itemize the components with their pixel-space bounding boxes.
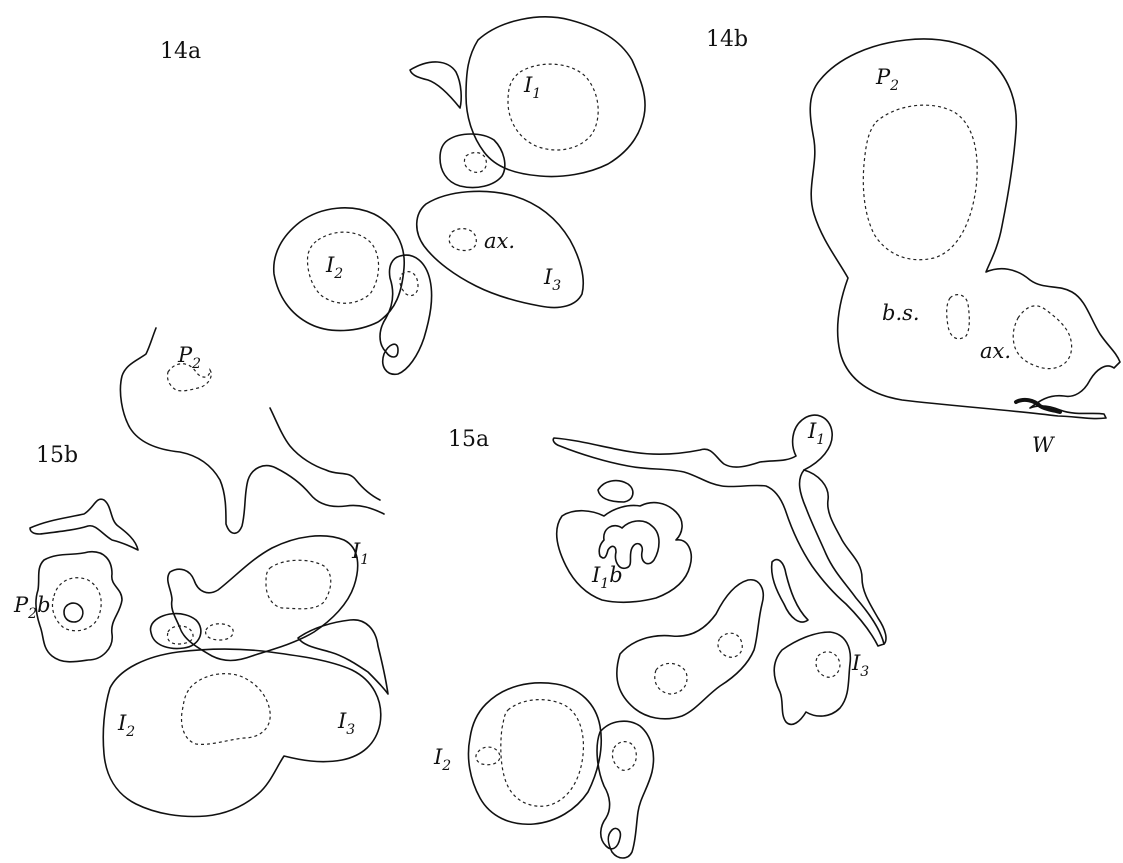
narrow-leaflet-outline xyxy=(772,560,808,622)
section-P2-fragment-core xyxy=(167,364,211,391)
section-P2b-center xyxy=(64,603,83,622)
figure-14a-label: 14a xyxy=(160,39,201,64)
section-I2-15a-bundle xyxy=(476,747,500,765)
label-ax-14b: ax. xyxy=(980,339,1011,363)
hooked-lobe-15a-core xyxy=(612,742,636,771)
figure-14b: 14b P2 b.s. ax. W xyxy=(706,27,1120,457)
section-I3-15b-leaflet xyxy=(298,620,388,694)
label-I3-15a: I3 xyxy=(851,651,869,680)
middle-lobe-core-b xyxy=(718,633,742,657)
section-I1-15a-band xyxy=(553,415,884,646)
section-I1-15a-margin xyxy=(804,470,886,644)
label-I2-14a: I2 xyxy=(325,253,343,282)
section-I1-outline xyxy=(466,17,645,177)
section-I1b-outline xyxy=(557,503,691,603)
section-I1-core xyxy=(508,64,598,150)
section-I1b-inner xyxy=(599,521,659,568)
bundle-sheath-14b xyxy=(947,295,970,339)
axial-bundle-14a xyxy=(449,229,476,251)
section-P2-fragment xyxy=(120,328,384,533)
small-round-core xyxy=(464,153,486,173)
label-I3-14a: I3 xyxy=(543,265,561,294)
figure-14a: 14a I1 I2 ax. I3 xyxy=(160,17,645,374)
figure-15a-label: 15a xyxy=(448,427,489,452)
small-oval-core-right xyxy=(206,624,234,640)
label-I1-14a: I1 xyxy=(523,73,541,102)
section-P2-core xyxy=(863,105,977,260)
label-I1b-15a: I1b xyxy=(591,563,623,592)
section-P2-fragment-inner xyxy=(270,408,380,500)
figure-15a: 15a I1 I1b I3 I2 xyxy=(433,415,886,858)
hooked-lobe-outline xyxy=(380,255,432,374)
section-I1b-top xyxy=(598,481,633,502)
section-I2-15a-core xyxy=(501,700,584,807)
section-I1-15b-core xyxy=(266,560,331,609)
label-P2-15b: P2 xyxy=(177,343,201,372)
figure-15b: 15b P2 P2b I1 I2 I3 xyxy=(13,328,388,817)
label-I1-15a: I1 xyxy=(807,419,825,448)
section-I3-15a-core xyxy=(816,652,840,677)
label-I2-15b: I2 xyxy=(117,711,135,740)
label-P2b-15b: P2b xyxy=(13,593,51,622)
label-ax-14a: ax. xyxy=(484,229,515,253)
section-I3-15a-outline xyxy=(774,632,850,724)
label-I3-15b: I3 xyxy=(337,709,355,738)
section-P2-outline xyxy=(810,39,1120,419)
label-bs-14b: b.s. xyxy=(882,301,920,325)
label-I2-15a: I2 xyxy=(433,745,451,774)
section-I2-15b-core xyxy=(182,674,271,745)
axial-bundle-14b xyxy=(1013,306,1071,369)
figure-15b-label: 15b xyxy=(36,443,78,468)
label-P2-14b: P2 xyxy=(875,65,899,94)
figure-14b-label: 14b xyxy=(706,27,748,52)
label-I1-15b: I1 xyxy=(351,539,369,568)
wavy-fragment-outline xyxy=(30,499,138,550)
crescent-outline xyxy=(410,62,461,108)
section-I2-15a-outline xyxy=(468,683,601,824)
label-W: W xyxy=(1032,433,1056,457)
small-round-outline xyxy=(440,134,505,188)
middle-lobe-core-a xyxy=(655,663,687,694)
